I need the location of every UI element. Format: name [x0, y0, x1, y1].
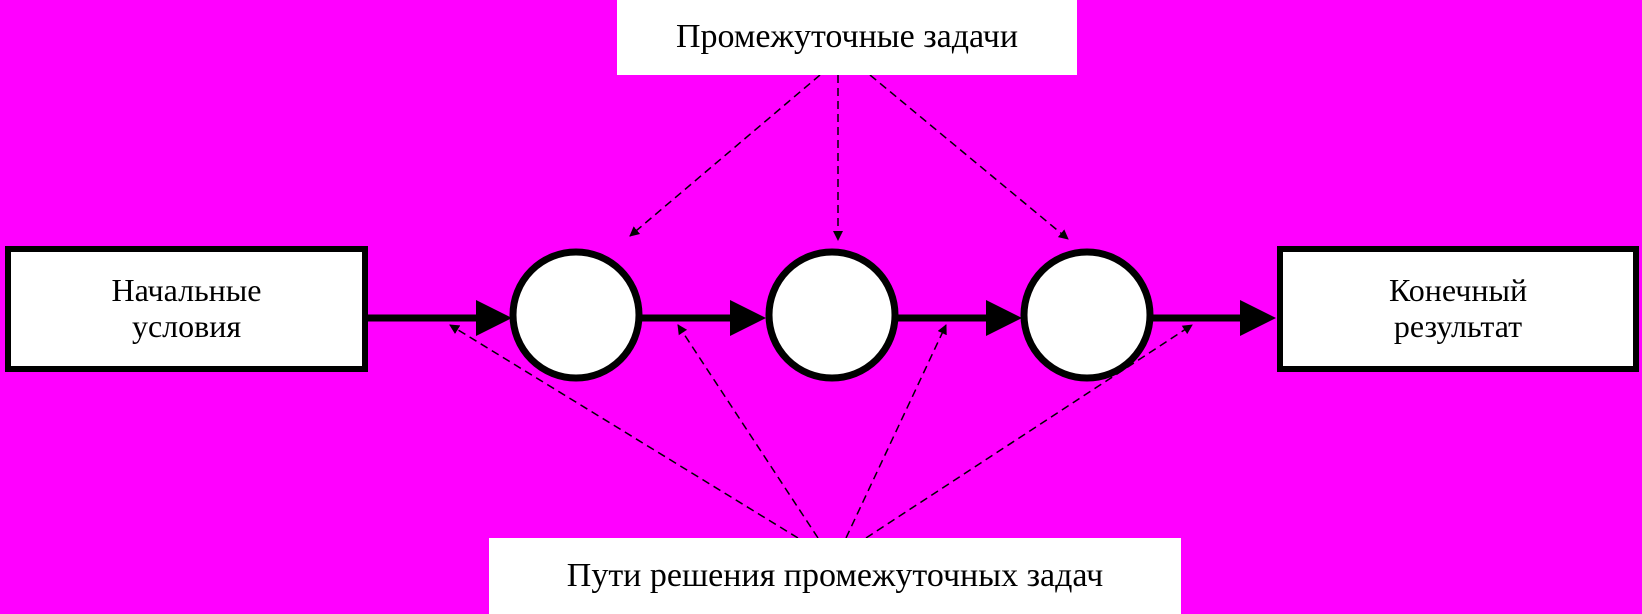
- intermediate-tasks-caption: Промежуточные задачи: [617, 0, 1077, 75]
- bottom-pointer-1: [449, 324, 799, 539]
- top-pointer-1: [629, 74, 821, 237]
- top-pointers: [629, 74, 1069, 241]
- flow-arrowhead-4: [1240, 300, 1276, 336]
- bottom-pointer-4: [865, 324, 1193, 539]
- final-result-box[interactable]: Конечный результат: [1277, 246, 1639, 372]
- bottom-pointer-3: [845, 324, 947, 539]
- flow-arrowhead-1: [476, 300, 512, 336]
- start-conditions-box[interactable]: Начальные условия: [5, 246, 368, 372]
- bottom-pointer-2: [677, 324, 819, 539]
- bottom-pointers: [449, 324, 1193, 539]
- flow-arrowhead-3: [986, 300, 1022, 336]
- intermediate-node-1[interactable]: [509, 248, 643, 382]
- solution-paths-caption: Пути решения промежуточных задач: [489, 538, 1181, 614]
- intermediate-nodes: [509, 248, 1154, 382]
- flow-arrowhead-2: [730, 300, 766, 336]
- intermediate-node-3[interactable]: [1020, 248, 1154, 382]
- main-flow: [368, 300, 1276, 336]
- top-pointer-3: [869, 74, 1069, 240]
- intermediate-node-2[interactable]: [765, 248, 899, 382]
